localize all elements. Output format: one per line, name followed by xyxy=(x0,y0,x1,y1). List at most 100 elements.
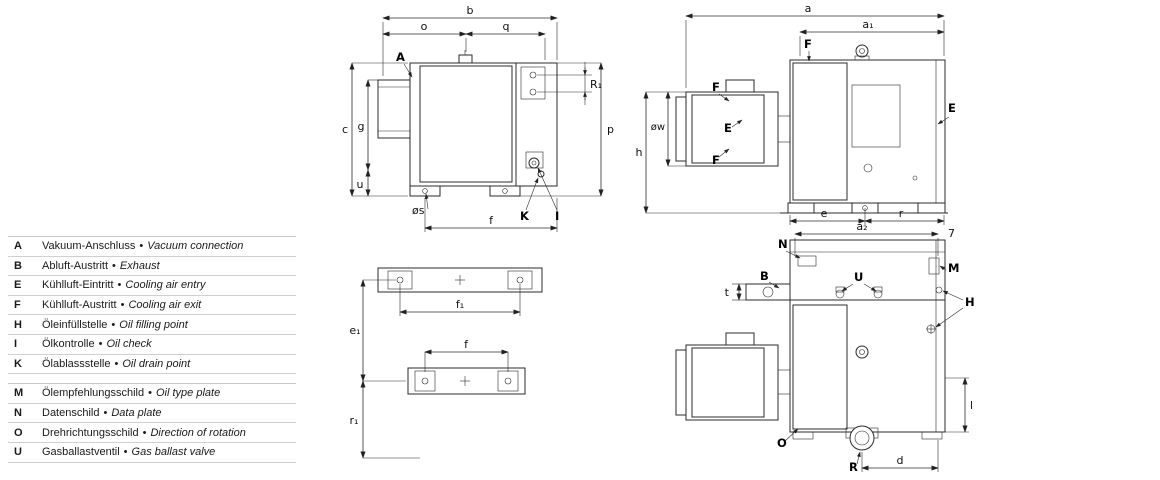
legend-de-N: Datenschild xyxy=(42,407,100,420)
legend-row-U: U Gasballastventil•Gas ballast valve xyxy=(8,443,296,463)
legend-separator: • xyxy=(148,387,152,400)
legend-en-U: Gas ballast valve xyxy=(131,446,216,459)
foot-left xyxy=(409,185,441,197)
legend-row-M: M Ölempfehlungsschild•Oil type plate xyxy=(8,384,296,404)
lifting-eye xyxy=(855,44,869,58)
front-view: b o q A c g u p R₁ øs xyxy=(342,4,614,232)
legend-en-I: Oil check xyxy=(106,338,152,351)
dim-a-label: a xyxy=(805,2,812,15)
callout-cooling-entry-motor: E xyxy=(724,121,732,135)
legend-en-B: Exhaust xyxy=(119,259,160,272)
legend-en-A: Vacuum connection xyxy=(147,240,244,253)
legend-row-F: F Kühlluft-Austritt•Cooling air exit xyxy=(8,296,296,316)
callout-cooling-exit-top: F xyxy=(804,37,812,51)
dim-l-label: l xyxy=(970,399,973,412)
callout-oil-filling: H xyxy=(965,295,975,309)
legend-de-F: Kühlluft-Austritt xyxy=(42,299,117,312)
legend-de-I: Ölkontrolle xyxy=(42,338,95,351)
exhaust-port xyxy=(745,283,791,301)
legend-separator: • xyxy=(114,357,119,370)
dim-b-label: b xyxy=(467,4,474,17)
callout-direction-of-rotation: O xyxy=(777,436,787,450)
legend-de-M: Ölempfehlungsschild xyxy=(42,387,145,400)
legend-en-F: Cooling air exit xyxy=(128,299,202,312)
legend-separator: • xyxy=(142,426,147,439)
legend-key-F: F xyxy=(14,299,21,312)
legend-row-H: H Öleinfüllstelle•Oil filling point xyxy=(8,315,296,335)
callout-oil-drain: K xyxy=(520,209,530,223)
dim-t-label: t xyxy=(725,286,730,299)
legend-separator: • xyxy=(123,446,128,459)
dim-o-label: o xyxy=(421,20,428,33)
dim-f1-label: f₁ xyxy=(456,298,464,311)
dim-q-label: q xyxy=(503,20,510,33)
legend-row-I: I Ölkontrolle•Oil check xyxy=(8,335,296,355)
data-plate xyxy=(797,255,817,267)
dim-r-label: r xyxy=(899,207,904,220)
oil-fill-screw-top xyxy=(935,286,943,294)
gas-ballast-valve xyxy=(835,289,845,299)
foot-right xyxy=(489,185,521,197)
dim-p-label: p xyxy=(607,123,614,136)
cooling-fins-front xyxy=(419,65,513,183)
legend-en-O: Direction of rotation xyxy=(150,426,246,439)
legend-row-A: A Vakuum-Anschluss•Vacuum connection xyxy=(8,237,296,257)
legend-key-E: E xyxy=(14,279,22,292)
legend-separator: • xyxy=(120,299,125,312)
vacuum-flange xyxy=(377,79,411,139)
cooling-fins-side xyxy=(792,62,848,201)
legend-de-H: Öleinfüllstelle xyxy=(42,318,108,331)
oil-sight-glass xyxy=(528,157,540,169)
exhaust-outlet xyxy=(849,425,875,451)
legend-en-E: Cooling air entry xyxy=(125,279,206,292)
legend-key-B: B xyxy=(14,259,22,272)
legend-separator: • xyxy=(112,259,116,272)
note-7: 7 xyxy=(948,227,955,240)
callout-cooling-exit-motor-top: F xyxy=(712,80,720,94)
legend-key-I: I xyxy=(14,338,18,351)
terminal-box xyxy=(725,79,755,93)
side-view: a a₁ F F E F øw h E e r xyxy=(636,2,956,225)
callout-cooling-exit-motor-bottom: F xyxy=(712,153,720,167)
pump-body-plan xyxy=(789,239,946,433)
dim-ow-label: øw xyxy=(651,122,665,133)
legend-separator: • xyxy=(98,338,103,351)
dim-f-label: f xyxy=(489,214,494,227)
legend-separator: • xyxy=(103,407,108,420)
legend-key-U: U xyxy=(14,446,22,459)
legend-de-E: Kühlluft-Eintritt xyxy=(42,279,114,292)
pump-body-side xyxy=(789,59,946,204)
callout-exhaust-radius: R xyxy=(849,460,858,474)
legend-de-K: Ölablassstelle xyxy=(42,357,111,370)
dim-os-label: øs xyxy=(412,204,425,217)
legend-key-H: H xyxy=(14,318,22,331)
legend-en-M: Oil type plate xyxy=(155,387,221,400)
dim-e-label: e xyxy=(821,207,828,220)
callout-oil-type-plate: M xyxy=(948,261,959,275)
legend-row-B: B Abluft-Austritt•Exhaust xyxy=(8,257,296,277)
dim-f-lower-label: f xyxy=(464,338,469,351)
callout-data-plate: N xyxy=(778,237,788,251)
footprint-views: f₁ f e₁ r₁ xyxy=(349,267,543,459)
motor-side xyxy=(685,91,779,167)
legend-en-N: Data plate xyxy=(111,407,162,420)
dim-R1-label: R₁ xyxy=(590,78,602,91)
legend-en-K: Oil drain point xyxy=(122,357,191,370)
callout-exhaust: B xyxy=(760,269,769,283)
legend-key-K: K xyxy=(14,357,22,370)
dim-g-label: g xyxy=(358,120,365,133)
legend: A Vakuum-Anschluss•Vacuum connection B A… xyxy=(8,236,296,463)
callout-gas-ballast: U xyxy=(854,270,863,284)
legend-key-N: N xyxy=(14,407,22,420)
legend-de-U: Gasballastventil xyxy=(42,446,120,459)
legend-row-N: N Datenschild•Data plate xyxy=(8,404,296,424)
legend-de-B: Abluft-Austritt xyxy=(42,259,109,272)
motor-plan xyxy=(685,344,779,421)
dim-c-label: c xyxy=(342,123,348,136)
dim-a1-label: a₁ xyxy=(862,18,873,31)
callout-vacuum-connection: A xyxy=(396,50,405,64)
legend-separator: • xyxy=(139,240,144,253)
legend-group-connections: A Vakuum-Anschluss•Vacuum connection B A… xyxy=(8,236,296,375)
